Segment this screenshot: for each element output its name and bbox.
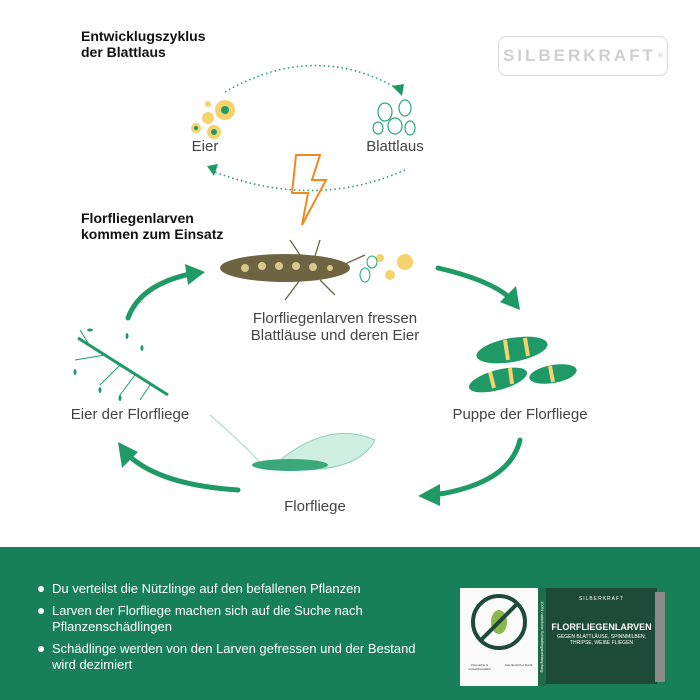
arrowhead <box>418 484 440 506</box>
box-side <box>655 592 665 682</box>
box-front-white: Chemiefrei & umweltfreundlich Aus deutsc… <box>460 588 538 686</box>
arrow-pupa-to-adult <box>437 437 523 497</box>
bullet-text: Du verteilst die Nützlinge auf den befal… <box>52 581 361 596</box>
arrow-larva-to-pupa <box>435 265 513 301</box>
prey-icon <box>359 254 413 283</box>
aphid-eggs-icon <box>191 100 235 139</box>
pupae-icon <box>468 336 577 393</box>
lightning-icon <box>290 154 328 226</box>
adult-label: Florfliege <box>284 498 346 515</box>
aphid-eggs-label: Eier <box>191 138 219 155</box>
bullet-text: Schädlinge werden von den Larven gefress… <box>52 641 416 672</box>
product-box: Chemiefrei & umweltfreundlich Aus deutsc… <box>460 588 665 686</box>
box-front-green: SILBERKRAFT FLORFLIEGENLARVEN GEGEN BLAT… <box>546 588 657 684</box>
aphid-cycle-title: Entwicklugszyklus der Blattlaus <box>81 28 205 60</box>
box-subtitle: GEGEN BLATTLÄUSE, SPINNMILBEN, THRIPSE, … <box>556 634 647 646</box>
arrowhead <box>185 264 205 285</box>
bullet-item: Schädlinge werden von den Larven gefress… <box>38 641 418 673</box>
arrowhead <box>500 286 520 310</box>
arrow-adult-to-eggs <box>125 452 241 493</box>
box-brand: SILBERKRAFT <box>578 596 625 602</box>
dotted-arrow-bottom <box>214 169 406 192</box>
brand-logo: SILBERKRAFT® <box>498 36 668 76</box>
badge-german: Aus deutscher Zucht <box>504 663 533 667</box>
title-line: der Blattlaus <box>81 44 166 60</box>
aphids-icon <box>372 99 416 136</box>
no-aphid-icon <box>471 594 527 650</box>
badge-chemiefrei: Chemiefrei & umweltfreundlich <box>468 663 491 671</box>
box-product-name: FLORFLIEGENLARVEN <box>551 622 652 632</box>
title-line: Florfliegenlarven <box>81 210 194 226</box>
bullet-item: Larven der Florfliege machen sich auf di… <box>38 603 418 635</box>
label-line: Florfliegenlarven fressen <box>252 310 418 327</box>
arrow-eggs-to-larva <box>125 271 193 321</box>
arrowhead <box>207 164 218 176</box>
brand-mark: ® <box>657 52 664 60</box>
bullet-text: Larven der Florfliege machen sich auf di… <box>52 603 363 634</box>
box-side-text: 100% natürliche Schädlingsbekämpfung <box>538 588 546 686</box>
title-line: Entwicklugszyklus <box>81 28 206 44</box>
label-line: Blattläuse und deren Eier <box>250 327 420 344</box>
larva-label: Florfliegenlarven fressen Blattläuse und… <box>200 310 470 344</box>
arrowhead <box>118 442 138 468</box>
aphid-label: Blattlaus <box>366 138 424 155</box>
arrowhead <box>392 84 404 96</box>
pupa-label: Puppe der Florfliege <box>452 406 588 423</box>
brand-name: SILBERKRAFT <box>502 46 656 65</box>
dotted-arrow-top <box>224 64 401 93</box>
lacewing-eggs-icon <box>73 328 169 401</box>
adult-lacewing-icon <box>209 414 376 471</box>
title-line: kommen zum Einsatz <box>81 226 224 242</box>
lacewing-eggs-label: Eier der Florfliege <box>70 406 190 423</box>
lacewing-larva-icon <box>220 239 366 301</box>
bullet-item: Du verteilst die Nützlinge auf den befal… <box>38 581 418 597</box>
larvae-section-title: Florfliegenlarven kommen zum Einsatz <box>81 210 223 242</box>
lifecycle-diagram <box>73 64 577 506</box>
